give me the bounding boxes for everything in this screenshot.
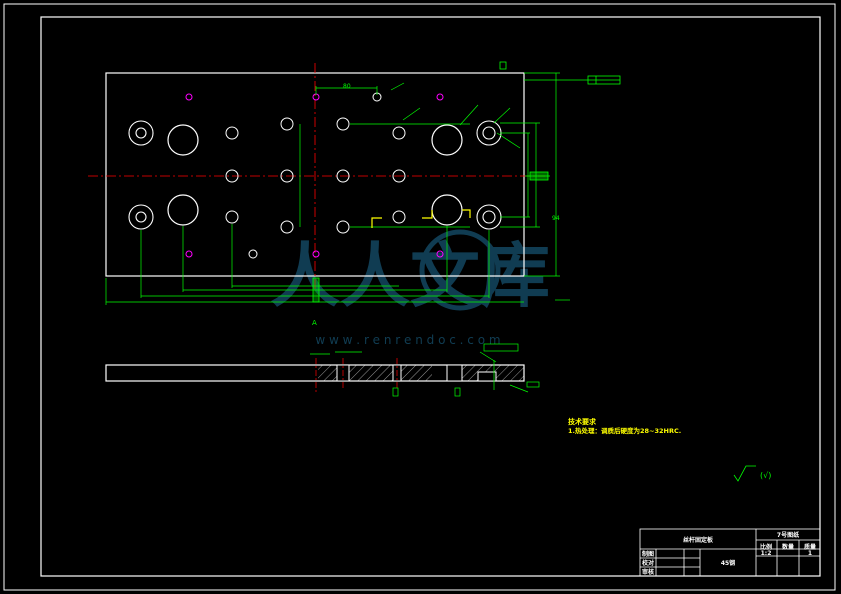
scale-label: 比例 (760, 543, 772, 551)
section-feature-frame (483, 343, 519, 352)
title-block (639, 528, 821, 577)
tapped-hole (392, 169, 406, 183)
drawing-number: 7号图纸 (777, 531, 799, 539)
datum-label: A (312, 319, 317, 327)
roughness-note: (√) (760, 471, 771, 480)
pin-marker (436, 93, 444, 101)
title-block-text: 丝杆固定板 7号图纸 比例 数量 质量 1:2 1 45钢 制图 校对 审核 (642, 531, 816, 576)
cb-hole-outer (128, 120, 154, 146)
qty-label: 数量 (782, 543, 794, 551)
material: 45钢 (721, 559, 735, 567)
section-datum-box (454, 387, 461, 397)
section-view (105, 343, 540, 397)
tapped-hole (225, 169, 239, 183)
bore-left-bottom (167, 194, 199, 226)
large-bores (167, 124, 463, 226)
cb-hole-inner (482, 210, 496, 224)
feature-control-frames (312, 61, 621, 303)
pin-marker (185, 93, 193, 101)
watermark-logo-ring (419, 229, 501, 311)
datum-box-top (499, 61, 507, 70)
top-dimension-label: 80 (343, 83, 351, 90)
tapped-hole (336, 117, 350, 131)
side-dimension-label: 94 (552, 215, 560, 222)
tapped-hole (225, 126, 239, 140)
pin-marker (436, 250, 444, 258)
scale-value: 1:2 (761, 550, 772, 557)
tapped-hole (280, 220, 294, 234)
cb-hole-outer (128, 204, 154, 230)
bore-right-bottom (431, 194, 463, 226)
feature-frame (587, 75, 621, 85)
tech-requirements-title: 技术要求 (568, 417, 597, 426)
cb-hole-outer (476, 204, 502, 230)
section-tag (526, 381, 540, 388)
check-label: 校对 (642, 559, 654, 567)
weight-label: 质量 (804, 543, 816, 551)
bore-left-top (167, 124, 199, 156)
drawn-label: 制图 (642, 550, 654, 558)
part-name: 丝杆固定板 (683, 536, 714, 544)
tapped-hole (280, 117, 294, 131)
cb-hole-inner (135, 127, 147, 139)
watermark: 人人文库 w w w . r e n r e n d o c . c o m (270, 229, 550, 347)
outer-frame (3, 3, 836, 591)
approve-label: 审核 (642, 568, 654, 576)
datum-box-bottom (312, 277, 320, 303)
watermark-url: w w w . r e n r e n d o c . c o m (315, 333, 500, 347)
tapped-hole (392, 210, 406, 224)
section-step-cut (446, 364, 463, 382)
counterbored-holes (128, 120, 502, 230)
tapped-holes (225, 92, 406, 259)
top-view: 80 94 A (88, 61, 621, 327)
section-datum-box (392, 387, 399, 397)
bore-right-top (431, 124, 463, 156)
tapped-hole (225, 210, 239, 224)
tapped-hole (248, 249, 258, 259)
roughness-symbol (733, 465, 756, 482)
section-marks (371, 209, 471, 228)
tapped-hole (280, 169, 294, 183)
right-label-block (529, 171, 549, 181)
pin-marker (185, 250, 193, 258)
pin-markers (185, 93, 444, 258)
qty-value: 1 (808, 550, 812, 557)
cb-hole-inner (482, 126, 496, 140)
tech-requirements-line: 1.热处理：调质后硬度为28~32HRC. (568, 426, 681, 435)
section-hatch (318, 365, 432, 381)
tapped-hole (336, 220, 350, 234)
pin-marker (312, 250, 320, 258)
dimension-lines (105, 72, 620, 305)
tapped-hole (392, 126, 406, 140)
inner-frame (40, 16, 821, 577)
tapped-hole (336, 169, 350, 183)
section-step-cut (477, 371, 497, 382)
cb-hole-inner (135, 211, 147, 223)
